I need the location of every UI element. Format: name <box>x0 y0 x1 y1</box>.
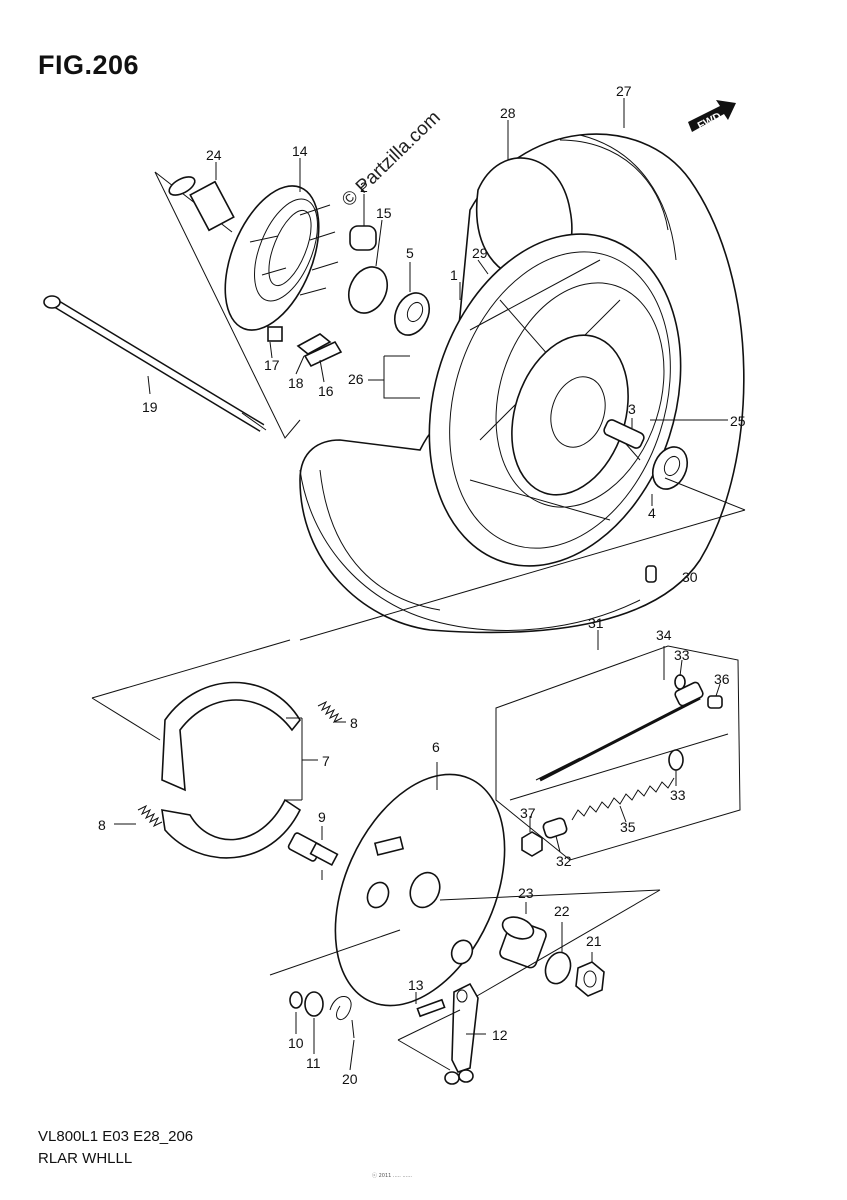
callout-14: 14 <box>292 143 308 159</box>
o-ring-part-15 <box>347 266 389 314</box>
callout-34: 34 <box>656 627 672 643</box>
spacer-part-23 <box>499 916 547 969</box>
washer-part-33-upper <box>674 674 686 690</box>
nut-part-21 <box>575 961 605 997</box>
callout-20: 20 <box>342 1071 358 1087</box>
model-code: VL800L1 E03 E28_206 <box>38 1128 194 1145</box>
callout-26: 26 <box>348 371 364 387</box>
callout-32: 32 <box>556 853 572 869</box>
callout-10: 10 <box>288 1035 304 1051</box>
nut-part-37 <box>521 831 543 857</box>
fwd-arrow-icon: FWD <box>688 100 736 133</box>
callout-12: 12 <box>492 1027 508 1043</box>
lock-plate-part-16 <box>303 340 343 368</box>
brake-rod-end <box>674 681 704 707</box>
upper-wheel-assembly <box>43 133 746 641</box>
brake-arm-part-12 <box>444 982 479 1085</box>
callout-4: 4 <box>648 505 656 521</box>
callout-16: 16 <box>318 383 334 399</box>
callout-23: 23 <box>518 885 534 901</box>
callout-28: 28 <box>500 105 516 121</box>
callout-13: 13 <box>408 977 424 993</box>
callout-15: 15 <box>376 205 392 221</box>
callout-leaders <box>147 98 728 1071</box>
callout-30: 30 <box>682 569 698 585</box>
callout-27: 27 <box>616 83 632 99</box>
spacer-part-3 <box>603 419 645 449</box>
bolt-part-13 <box>416 998 446 1018</box>
washer-part-33-lower <box>668 749 684 771</box>
callout-31: 31 <box>588 615 604 631</box>
brake-shoe-part-7 <box>161 681 302 859</box>
callout-5: 5 <box>406 245 414 261</box>
callout-25: 25 <box>730 413 746 429</box>
spring-part-8-upper <box>317 700 343 724</box>
fwd-label: FWD <box>696 110 724 132</box>
callout-6: 6 <box>432 739 440 755</box>
callout-24: 24 <box>206 147 222 163</box>
callout-9: 9 <box>318 809 326 825</box>
footnote-text: ⓒ 2011 ..... ...... <box>372 1173 412 1179</box>
diagram-caption: RLAR WHLLL <box>38 1150 133 1167</box>
spring-part-35 <box>571 777 675 821</box>
bearing-part-5 <box>393 292 431 336</box>
spring-part-20 <box>329 996 355 1039</box>
callout-2: 2 <box>360 179 368 195</box>
figure-title: FIG.206 <box>38 50 140 80</box>
washer-part-22 <box>544 951 572 985</box>
cam-shaft-part-9 <box>287 826 339 867</box>
callout-1: 1 <box>450 267 458 283</box>
callout-17: 17 <box>264 357 280 373</box>
callout-37: 37 <box>520 805 536 821</box>
bearing-part-4 <box>651 446 689 490</box>
callout-3: 3 <box>628 401 636 417</box>
callout-11: 11 <box>306 1055 321 1071</box>
callout-21: 21 <box>586 933 602 949</box>
washer-part-11 <box>304 991 324 1017</box>
callout-36: 36 <box>714 671 730 687</box>
spring-part-8-lower <box>137 804 163 828</box>
callout-18: 18 <box>288 375 304 391</box>
callout-19: 19 <box>142 399 158 415</box>
callout-8-lower: 8 <box>98 817 106 833</box>
brake-shoe-group <box>91 639 346 859</box>
callout-7: 7 <box>322 753 330 769</box>
brake-panel-part-6 <box>334 762 506 1007</box>
washer-part-10 <box>289 991 303 1009</box>
valve-cap-part-30 <box>645 565 657 583</box>
joint-part-36 <box>707 695 723 709</box>
spacer-part-24 <box>168 176 235 232</box>
callout-35: 35 <box>620 819 636 835</box>
axle-part-19 <box>43 295 267 432</box>
washer-part-18 <box>296 333 332 355</box>
bushing-part-2 <box>349 225 377 251</box>
callout-labels: 1 2 3 4 5 6 7 8 8 9 10 11 12 13 14 15 16… <box>98 83 746 1087</box>
pin-part-32 <box>542 817 568 839</box>
bolt-part-17 <box>267 326 283 342</box>
callout-29: 29 <box>472 245 488 261</box>
callout-33-upper: 33 <box>674 647 690 663</box>
callout-33-lower: 33 <box>670 787 686 803</box>
brake-rod-group <box>495 630 741 861</box>
sprocket-mounting-drum-14 <box>224 185 339 331</box>
callout-8-upper: 8 <box>350 715 358 731</box>
callout-22: 22 <box>554 903 570 919</box>
